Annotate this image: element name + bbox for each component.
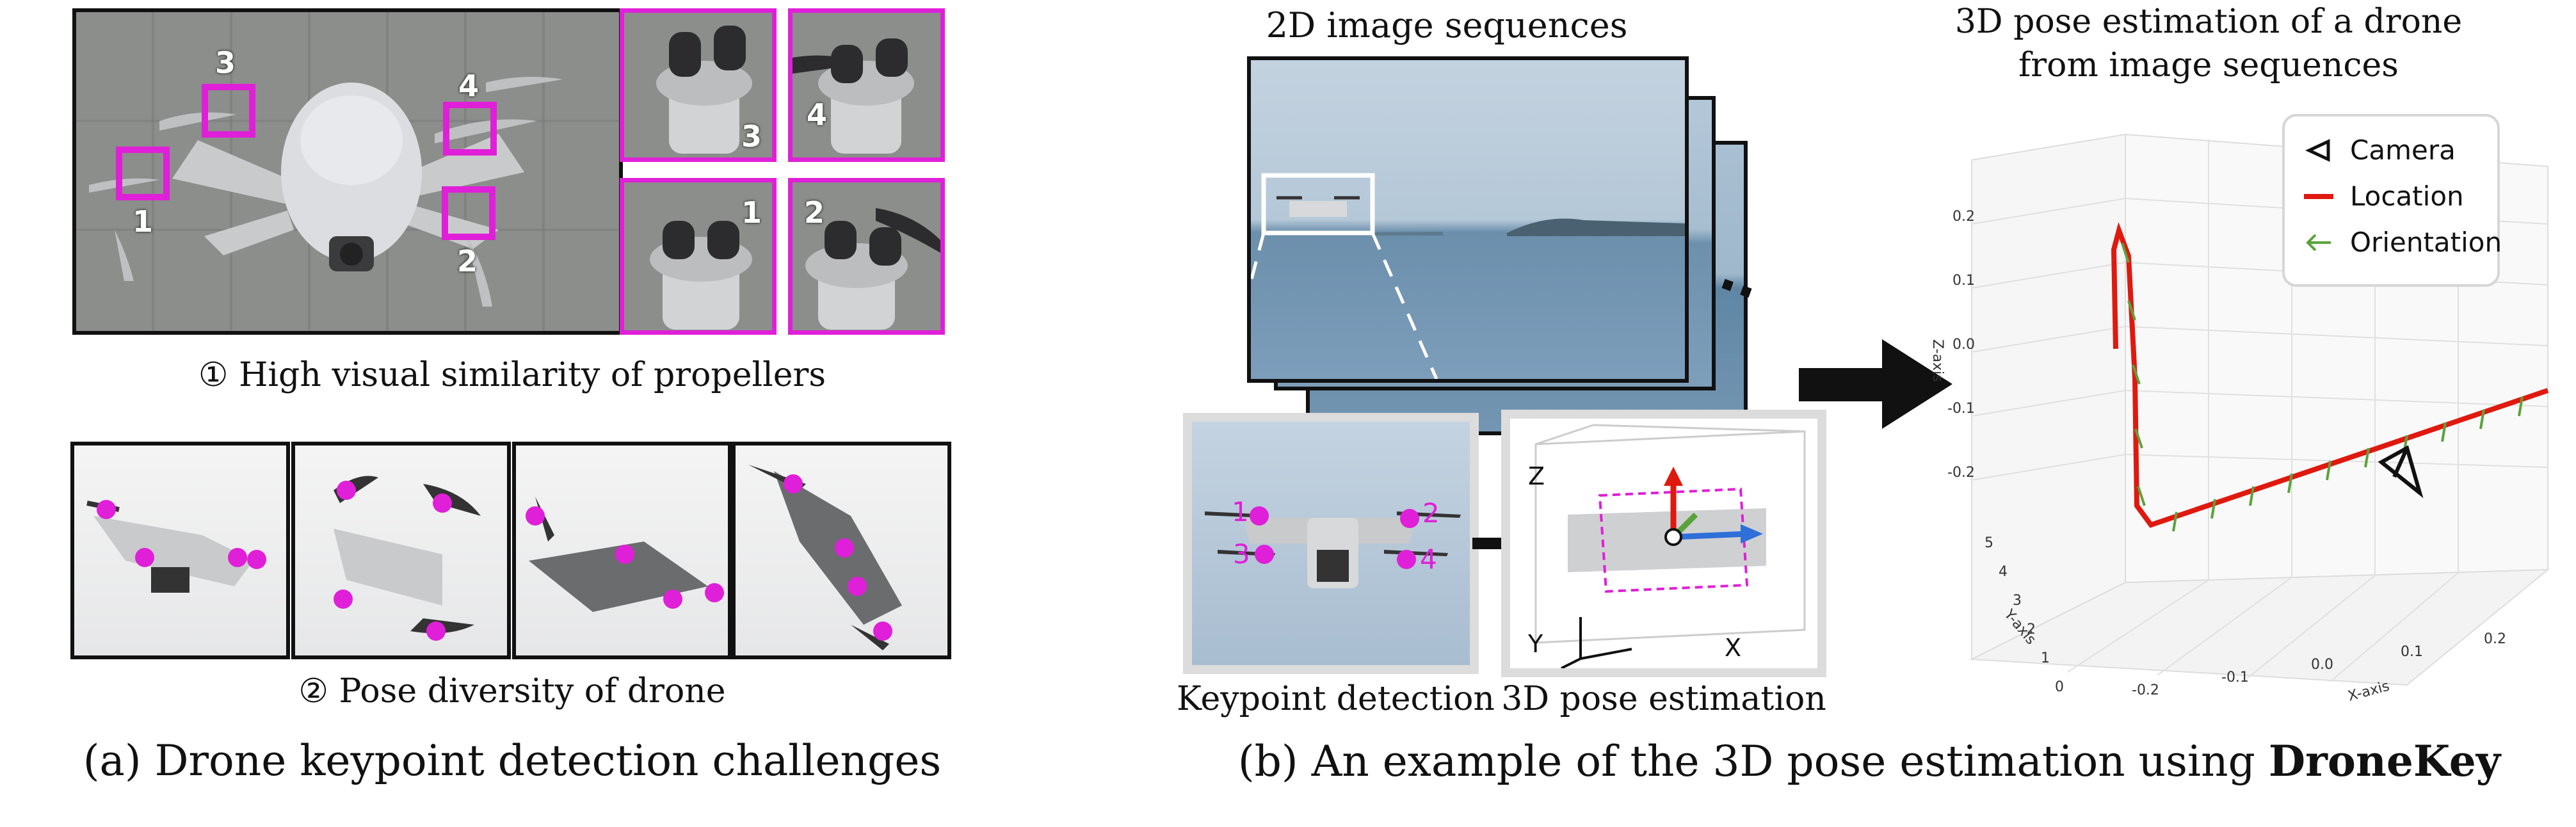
x-tick: 0.0 — [2311, 657, 2333, 673]
propeller-number-1: 1 — [133, 204, 154, 239]
sea-scene — [1251, 173, 1685, 379]
propeller-number-4: 4 — [458, 68, 479, 103]
z-tick: 0.1 — [1952, 273, 1975, 289]
pose-image-4 — [732, 442, 951, 659]
motor-illustration — [805, 208, 940, 330]
x-axis-ticks: -0.2 -0.1 0.0 0.1 0.2 — [2132, 631, 2506, 698]
drone-top-photo: 3 1 4 2 — [72, 8, 623, 335]
camera-marker-icon — [2378, 445, 2424, 499]
pose-image-1 — [70, 442, 290, 659]
keypoint-detection-image: 1 2 3 4 — [1183, 413, 1479, 674]
pose-estimation-label: 3D pose estimation — [1501, 680, 1826, 718]
y-tick: 3 — [2013, 593, 2022, 609]
estimation-title-line1: 3D pose estimation of a drone — [1954, 3, 2463, 41]
motor-illustration — [656, 26, 752, 154]
motor-illustration — [793, 38, 914, 154]
drone-pose-illustration — [86, 500, 266, 593]
y-tick: 4 — [1999, 564, 2008, 580]
crop-number-1: 1 — [741, 195, 762, 230]
axis-z-label: Z — [1528, 462, 1545, 490]
caption-pose-diversity: ② Pose diversity of drone — [298, 672, 726, 711]
orientation-arrows — [2121, 243, 2524, 532]
drone-pose-illustration — [748, 465, 902, 650]
crop-number-4: 4 — [807, 97, 828, 132]
y-axis-ticks: 5 4 3 2 1 0 — [1984, 535, 2064, 695]
keypoint-detection-label: Keypoint detection — [1177, 680, 1495, 718]
drone-pose-illustration — [334, 476, 481, 641]
keypoint-label-2: 2 — [1422, 497, 1440, 529]
x-tick: -0.1 — [2221, 670, 2249, 686]
legend-label-location: Location — [2350, 181, 2464, 212]
x-tick: 0.1 — [2401, 644, 2423, 660]
keypoint-dot-3 — [1255, 545, 1274, 564]
propeller-box-1 — [116, 147, 170, 200]
panel-b-title: (b) An example of the 3D pose estimation… — [1203, 736, 2535, 786]
crop-number-3: 3 — [741, 119, 762, 154]
axis-x-label: X — [1725, 634, 1742, 662]
y-tick: 2 — [2027, 622, 2036, 638]
line-icon — [2304, 193, 2333, 199]
plot-legend: Camera Location Orientation — [2282, 114, 2502, 287]
legend-item-camera: Camera — [2304, 134, 2456, 166]
propeller-crop-1: 1 — [620, 178, 777, 335]
propeller-box-3 — [202, 84, 255, 138]
big-arrow — [1799, 339, 1952, 429]
z-axis-ticks: 0.2 0.1 0.0 -0.1 -0.2 — [1947, 209, 1975, 481]
y-tick: 0 — [2055, 679, 2064, 695]
propeller-crop-4: 4 — [788, 8, 945, 162]
keypoint-label-1: 1 — [1232, 496, 1249, 527]
pose-image-3 — [512, 442, 732, 659]
z-tick: -0.2 — [1947, 465, 1975, 481]
z-tick: 0.2 — [1952, 209, 1975, 225]
y-tick: 5 — [1984, 535, 1993, 551]
keypoint-label-4: 4 — [1420, 543, 1437, 575]
x-tick: 0.2 — [2484, 631, 2506, 647]
z-axis-label: Z-axis — [1929, 339, 1945, 382]
y-tick: 1 — [2041, 650, 2050, 666]
keypoint-dot-1 — [1250, 506, 1269, 526]
pose-estimation-image: Z Y X — [1501, 410, 1826, 677]
sequence-frame-front — [1247, 56, 1689, 383]
propeller-crop-3: 3 — [620, 8, 777, 162]
drone-pose-illustration — [526, 497, 724, 612]
legend-label-orientation: Orientation — [2350, 227, 2502, 258]
propeller-box-4 — [443, 102, 497, 156]
drone-top-illustration — [76, 12, 619, 331]
motor-illustration — [650, 221, 752, 330]
axis-y-label: Y — [1528, 630, 1543, 658]
z-tick: -0.1 — [1947, 401, 1975, 417]
propeller-crop-2: 2 — [788, 178, 945, 335]
propeller-box-2 — [442, 186, 495, 240]
propeller-number-2: 2 — [457, 244, 478, 278]
z-tick: 0.0 — [1952, 337, 1975, 353]
x-tick: -0.2 — [2132, 682, 2159, 698]
legend-item-orientation: Orientation — [2304, 227, 2502, 258]
arrow-icon — [2306, 234, 2331, 251]
sequence-title: 2D image sequences — [1266, 5, 1628, 45]
estimation-title-line2: from image sequences — [2018, 46, 2399, 84]
legend-item-location: Location — [2304, 181, 2464, 212]
panel-b-title-text: (b) An example of the 3D pose estimation… — [1237, 737, 2269, 786]
keypoint-dot-2 — [1400, 509, 1419, 528]
keypoint-dot-4 — [1397, 550, 1416, 569]
caption-similarity: ① High visual similarity of propellers — [198, 356, 826, 394]
pose-box-illustration — [1534, 424, 1806, 668]
pose-image-2 — [291, 442, 511, 659]
panel-b-title-method: DroneKey — [2268, 736, 2501, 786]
crop-number-2: 2 — [804, 195, 825, 230]
panel-a-title: (a) Drone keypoint detection challenges — [83, 736, 942, 785]
camera-triangle-icon — [2305, 138, 2330, 162]
keypoint-label-3: 3 — [1233, 538, 1250, 570]
legend-label-camera: Camera — [2350, 134, 2456, 166]
propeller-number-3: 3 — [215, 45, 236, 80]
